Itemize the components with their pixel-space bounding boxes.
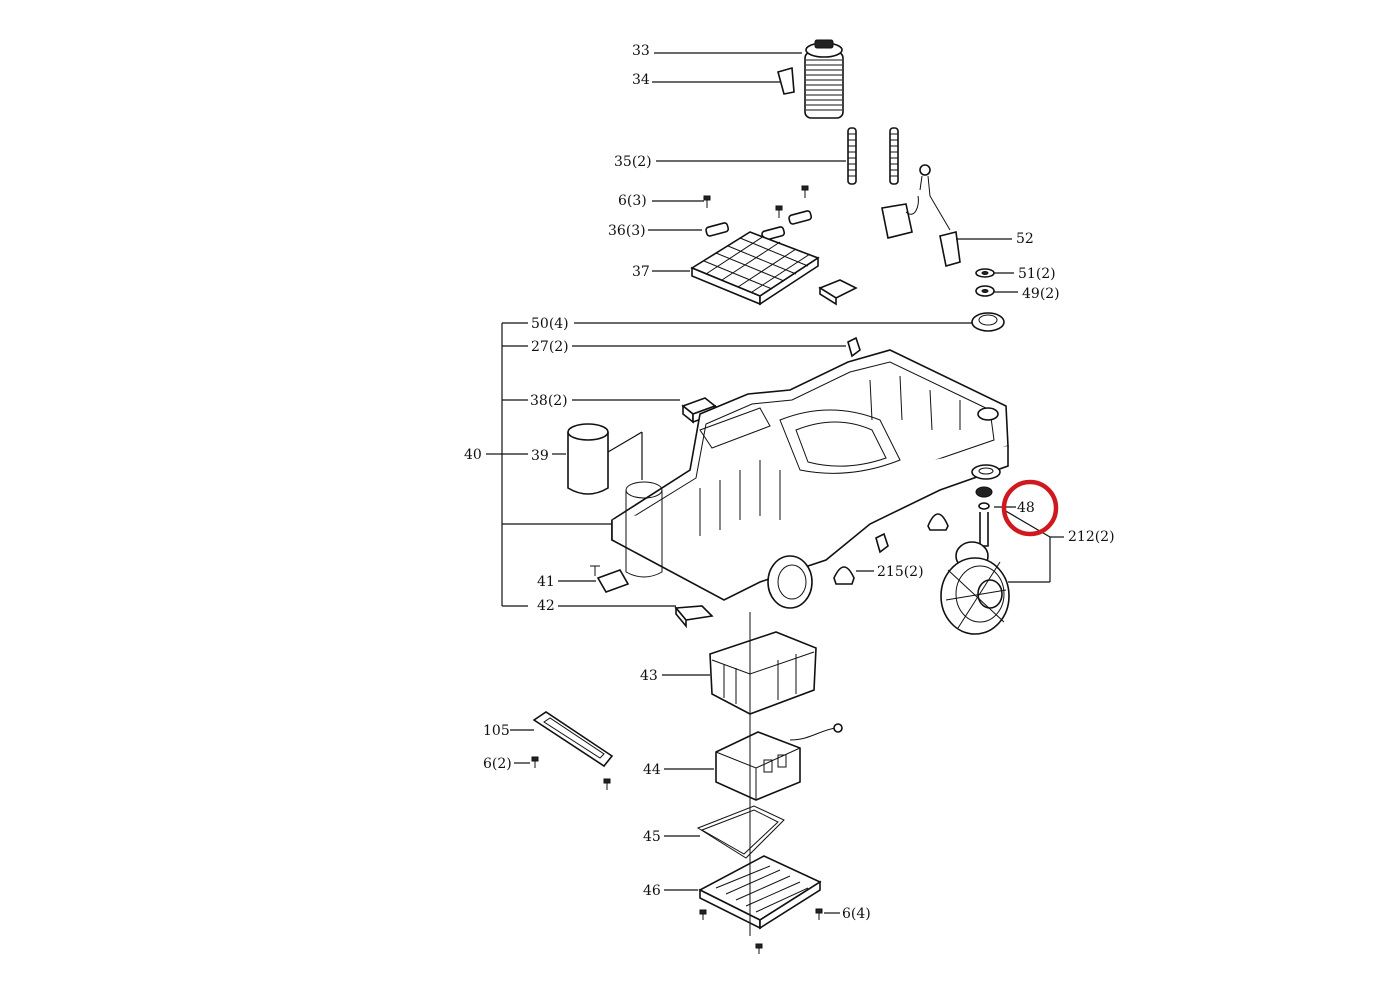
label-105: 105	[483, 723, 510, 739]
part-41-bracket	[590, 565, 630, 593]
label-6-bottom: 6(4)	[842, 906, 871, 922]
part-51-washer	[975, 268, 995, 278]
part-212-wheel	[940, 541, 1010, 635]
part-45-seal	[696, 805, 785, 859]
label-46: 46	[643, 883, 661, 899]
label-34: 34	[632, 72, 650, 88]
part-35-springs	[847, 127, 899, 185]
label-41: 41	[537, 574, 555, 590]
part-52-sensor	[881, 164, 961, 268]
part-105-gasket	[531, 711, 614, 790]
label-27: 27(2)	[531, 339, 569, 355]
part-43-tray	[709, 631, 817, 715]
part-39-cylinder	[567, 423, 609, 495]
part-36-clips	[705, 210, 813, 241]
part-215-feet	[833, 513, 949, 585]
part-6-screws-top	[703, 185, 809, 218]
label-38: 38(2)	[530, 393, 568, 409]
label-35: 35(2)	[614, 154, 652, 170]
label-215: 215(2)	[877, 564, 924, 580]
part-27-clips	[847, 336, 889, 554]
part-42-latch	[674, 605, 714, 629]
part-44-battery	[715, 723, 843, 801]
label-52: 52	[1016, 231, 1034, 247]
label-6-left: 6(2)	[483, 756, 512, 772]
label-37: 37	[632, 264, 650, 280]
label-49: 49(2)	[1022, 286, 1060, 302]
part-34-clip	[777, 66, 795, 95]
label-39: 39	[531, 448, 549, 464]
label-36: 36(3)	[608, 223, 646, 239]
part-33-cylinder-filter	[804, 39, 844, 119]
part-48-washer	[971, 464, 1001, 547]
label-42: 42	[537, 598, 555, 614]
part-46-cover	[698, 855, 823, 954]
label-45: 45	[643, 829, 661, 845]
part-37-grid-filter	[690, 231, 858, 306]
label-48: 48	[1017, 500, 1035, 516]
label-33: 33	[632, 43, 650, 59]
part-40-chassis	[611, 349, 1009, 609]
part-49-washer	[975, 285, 995, 297]
label-44: 44	[643, 762, 661, 778]
label-51: 51(2)	[1018, 266, 1056, 282]
label-6-top: 6(3)	[618, 193, 647, 209]
leader-lines	[486, 52, 1064, 914]
label-212: 212(2)	[1068, 529, 1115, 545]
part-50-bearing	[971, 312, 1005, 332]
label-50: 50(4)	[531, 316, 569, 332]
label-43: 43	[640, 668, 658, 684]
highlight-circle	[1001, 479, 1059, 537]
label-40: 40	[464, 447, 482, 463]
